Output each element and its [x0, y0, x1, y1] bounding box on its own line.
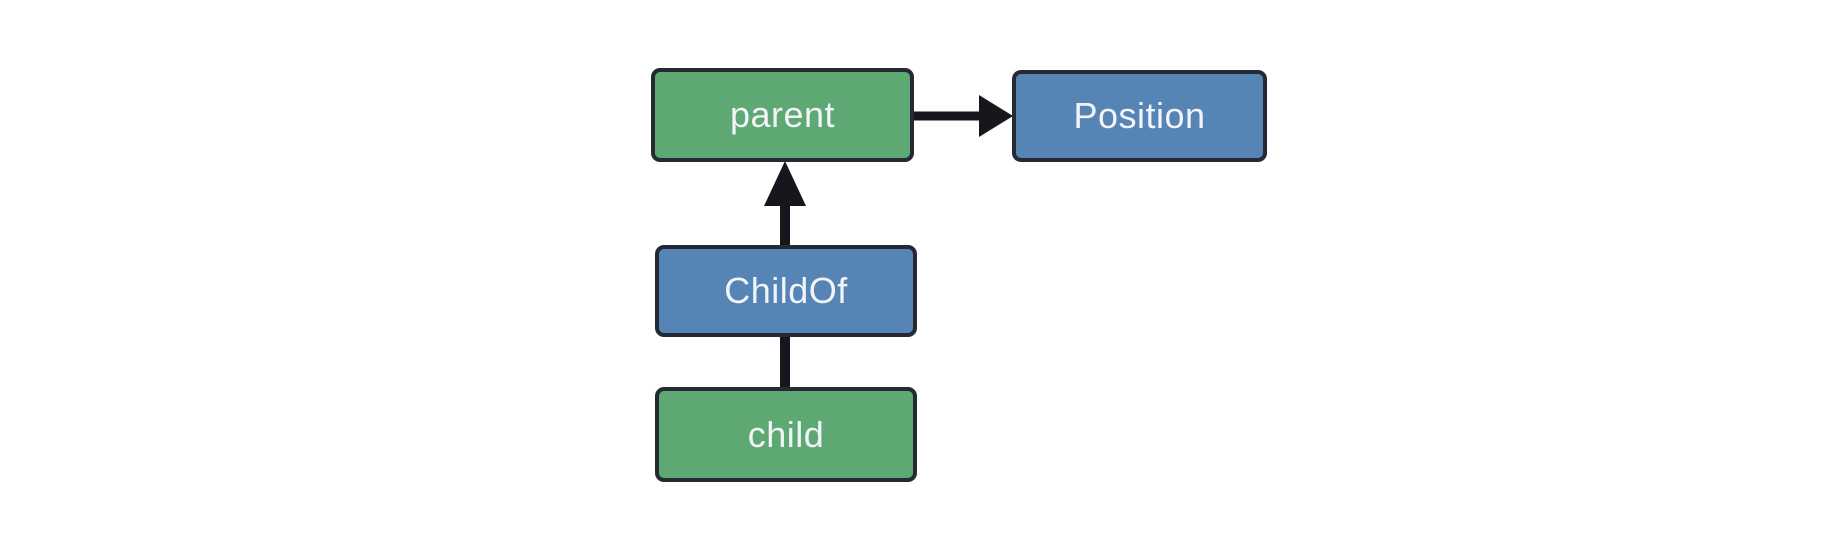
- edge-childof-to-parent-arrow: [764, 161, 806, 248]
- node-parent[interactable]: parent: [651, 68, 914, 162]
- node-position-label: Position: [1073, 95, 1206, 136]
- node-parent-label: parent: [729, 94, 836, 135]
- edge-parent-to-position-arrow: [910, 95, 1013, 137]
- node-childof-label: ChildOf: [724, 270, 848, 311]
- node-child[interactable]: child: [655, 387, 917, 482]
- node-position[interactable]: Position: [1012, 70, 1267, 162]
- node-childof[interactable]: ChildOf: [655, 245, 917, 337]
- arrowhead-up-icon: [764, 161, 806, 206]
- arrowhead-right-icon: [979, 95, 1013, 137]
- node-child-label: child: [747, 413, 825, 455]
